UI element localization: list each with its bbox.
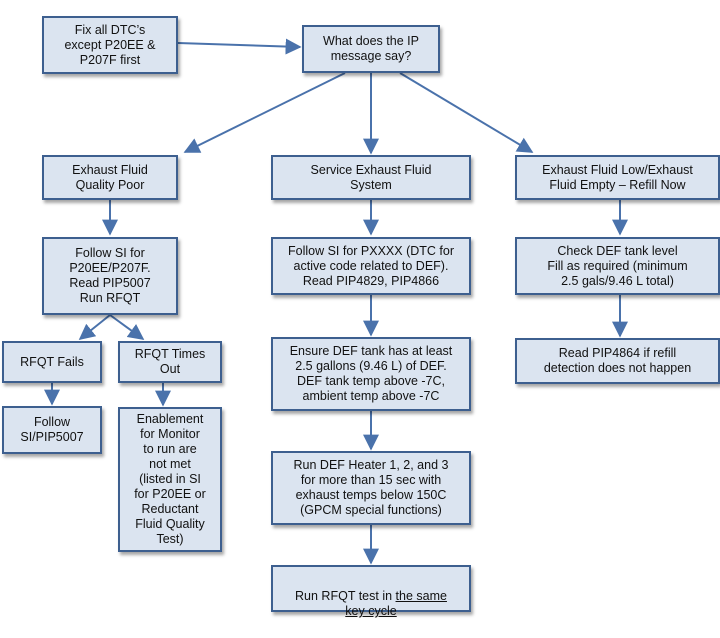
fix-dtcs-box: Fix all DTC’s except P20EE & P207F first [42,16,178,74]
run-rfqt-box: Run RFQT test in the same key cycle [271,565,471,618]
arrow-follow-to-timesout [109,314,145,340]
check-def-level-box: Check DEF tank level Fill as required (m… [515,237,720,295]
follow-si-pxxxx-box: Follow SI for PXXXX (DTC for active code… [271,237,471,295]
run-rfqt-underlined-text: the same key cycle [345,589,447,618]
enablement-box: Enablement for Monitor to run are not me… [118,407,222,552]
run-heater-box: Run DEF Heater 1, 2, and 3 for more than… [271,451,471,525]
run-rfqt-text: Run RFQT test in [295,589,396,603]
service-system-box: Service Exhaust Fluid System [271,155,471,200]
quality-poor-box: Exhaust Fluid Quality Poor [42,155,178,200]
follow-si-pip5007-box: Follow SI/PIP5007 [2,406,102,454]
fluid-low-box: Exhaust Fluid Low/Exhaust Fluid Empty – … [515,155,720,200]
arrow-ip-to-quality [183,72,346,153]
ensure-def-box: Ensure DEF tank has at least 2.5 gallons… [271,337,471,411]
read-pip4864-box: Read PIP4864 if refill detection does no… [515,338,720,384]
arrow-follow-to-fails [78,314,111,340]
follow-si-p20ee-box: Follow SI for P20EE/P207F. Read PIP5007 … [42,237,178,315]
ip-message-box: What does the IP message say? [302,25,440,73]
arrow-ip-to-low [399,72,534,153]
rfqt-times-out-box: RFQT Times Out [118,341,222,383]
rfqt-fails-box: RFQT Fails [2,341,102,383]
arrow-fix-to-ip [177,38,302,55]
